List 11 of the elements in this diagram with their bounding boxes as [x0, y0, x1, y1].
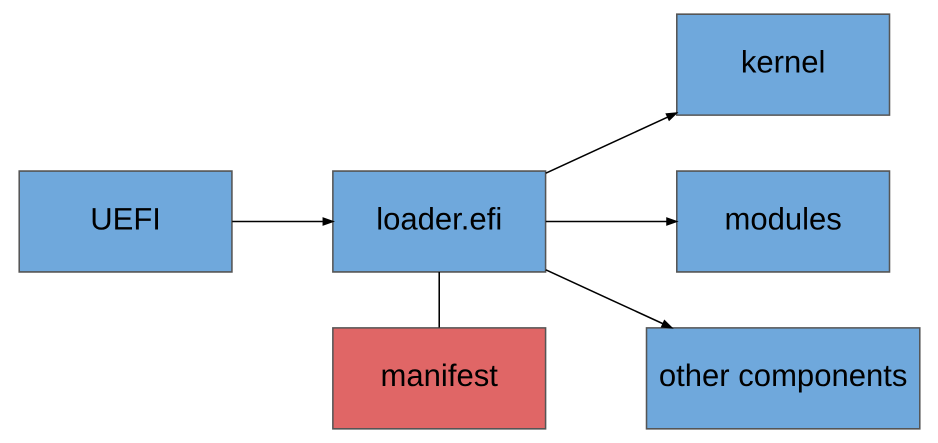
arrow [545, 269, 674, 329]
node-box: kernel [676, 13, 890, 116]
node-box: loader.efi [332, 170, 546, 273]
node-box: UEFI [18, 170, 232, 273]
node-box: modules [676, 170, 890, 273]
node-box: manifest [332, 327, 546, 430]
connector [438, 272, 440, 328]
node-box: other components [645, 327, 920, 430]
arrow [544, 112, 678, 174]
arrow [545, 217, 678, 226]
arrow [232, 217, 334, 226]
